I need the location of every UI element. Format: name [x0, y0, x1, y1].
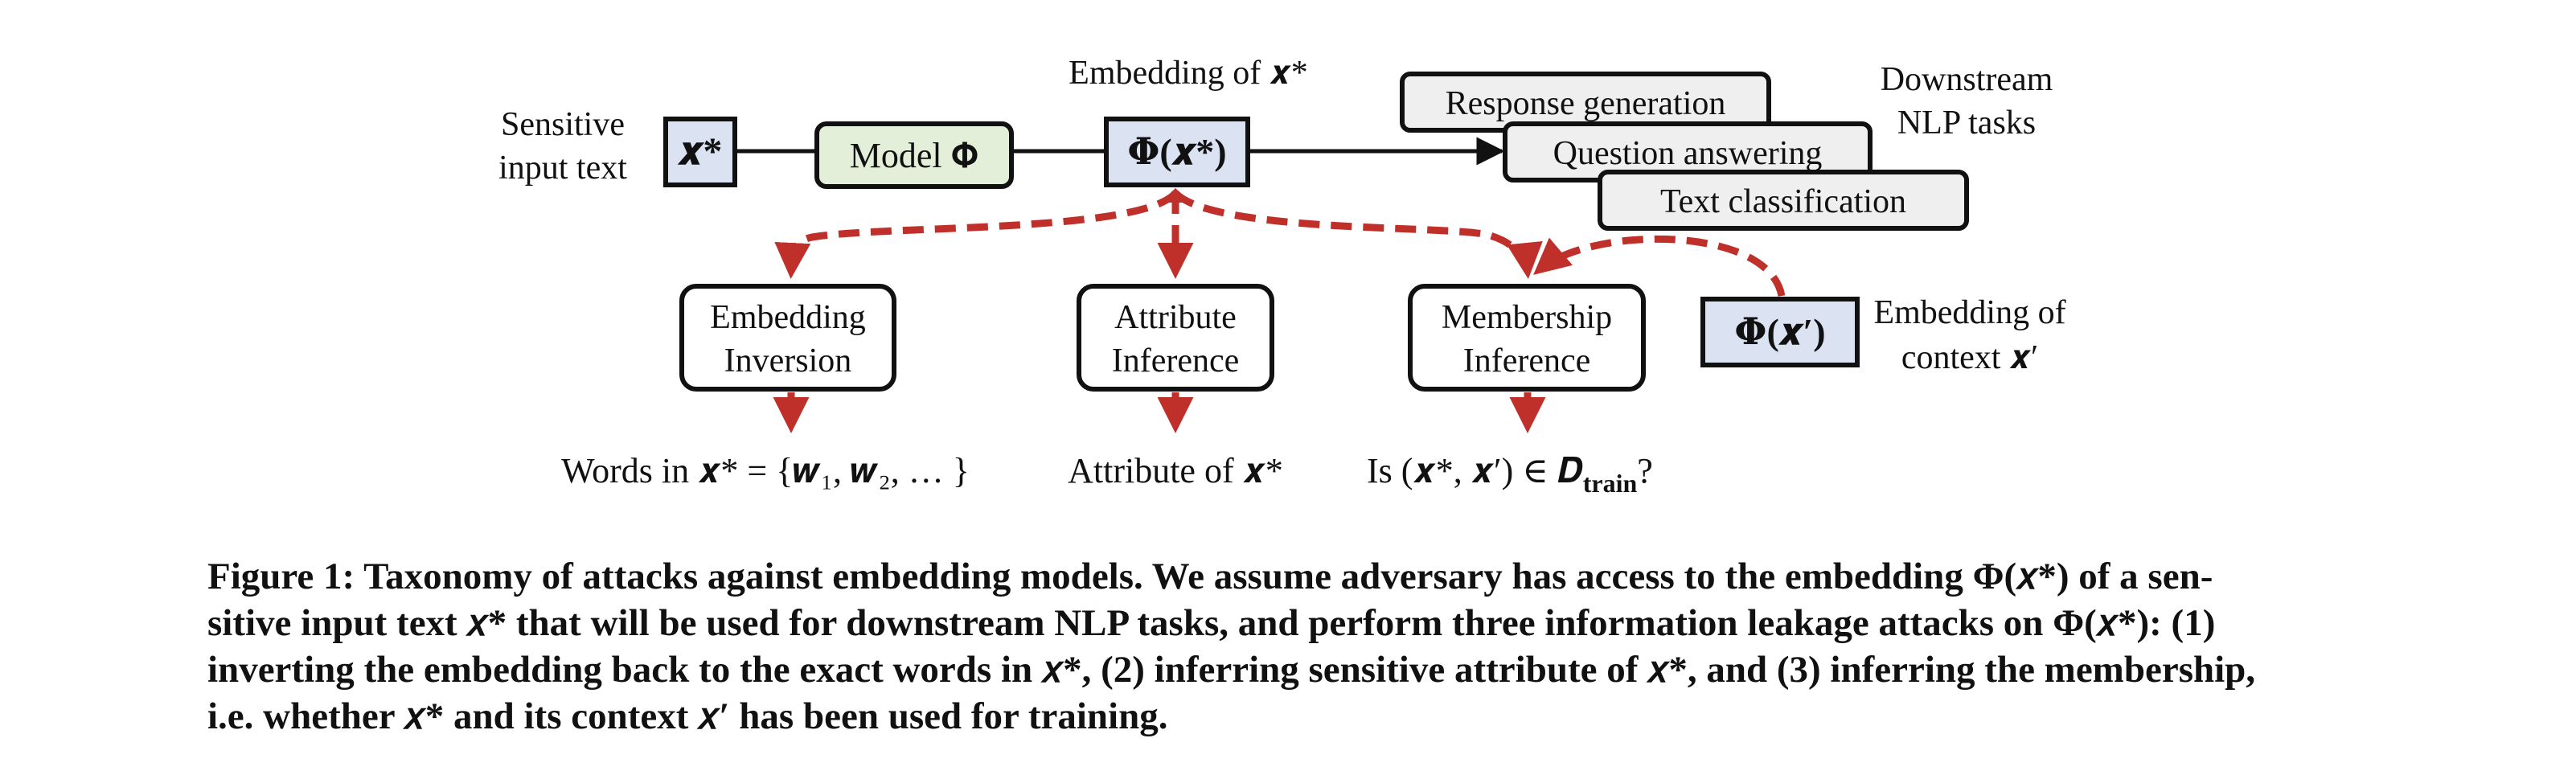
- attribute-output: Attribute of 𝒙*: [1068, 451, 1283, 490]
- inversion-output: Words in 𝒙* = {𝒘₁, 𝒘₂, … }: [561, 451, 970, 490]
- context-embedding-box: [1700, 297, 1860, 367]
- embedding-box-label: 𝚽(𝒙*): [1127, 131, 1226, 172]
- caption-line-3: inverting the embedding back to the exac…: [207, 649, 2256, 691]
- attack-arrows: [773, 190, 1786, 433]
- input-text-label: 𝒙*: [678, 130, 723, 173]
- embedding-box: [1104, 117, 1250, 187]
- task-box-text-classification: [1598, 170, 1969, 231]
- membership-output-suffix: ?: [1637, 451, 1653, 490]
- sensitive-label-line1: Sensitive: [501, 106, 625, 143]
- embedding-inversion-box: [679, 284, 896, 392]
- context-label-line2: context 𝒙′: [1901, 339, 2038, 376]
- caption-line-2: sitive input text 𝑥* that will be used f…: [207, 602, 2216, 644]
- membership-output-subscript: train: [1583, 469, 1638, 498]
- downstream-label-line2: NLP tasks: [1897, 105, 2036, 142]
- arrow-from-context-embedding: [1533, 235, 1786, 297]
- attribute-inference-line1: Attribute: [1114, 299, 1237, 336]
- embedding-label: Embedding of 𝒙*: [1069, 55, 1308, 92]
- downstream-label-line1: Downstream: [1881, 61, 2053, 98]
- caption-line-1: Figure 1: Taxonomy of attacks against em…: [207, 556, 2213, 597]
- membership-output: Is (𝒙*, 𝒙′) ∈ 𝑫train?: [1367, 451, 1653, 498]
- attribute-inference-line2: Inference: [1112, 342, 1240, 379]
- arrowhead-into-embedding: [1161, 188, 1190, 203]
- sensitive-label-line2: input text: [498, 150, 627, 187]
- figure-caption: Figure 1: Taxonomy of attacks against em…: [207, 553, 2378, 740]
- context-label-line1: Embedding of: [1873, 294, 2065, 331]
- arrow-to-embedding-inversion: [774, 190, 1179, 279]
- membership-output-main: Is (𝒙*, 𝒙′) ∈ 𝑫: [1367, 451, 1583, 490]
- context-embedding-box-label: 𝚽(𝒙′): [1734, 311, 1825, 352]
- taxonomy-diagram: Embedding of 𝒙* Sensitive input text 𝒙* …: [498, 55, 2065, 498]
- attribute-inference-box: [1077, 284, 1274, 392]
- input-text-box: [663, 117, 737, 187]
- membership-inference-line1: Membership: [1442, 299, 1612, 336]
- arrow-to-membership-inference: [1172, 190, 1543, 279]
- embedding-inversion-line2: Inversion: [724, 342, 852, 379]
- embedding-inversion-line1: Embedding: [710, 299, 866, 336]
- membership-inference-line2: Inference: [1463, 342, 1591, 379]
- task-label-question-answering: Question answering: [1553, 135, 1823, 172]
- task-label-response-generation: Response generation: [1446, 85, 1726, 122]
- model-label: Model 𝚽: [850, 136, 979, 175]
- caption-line-4: i.e. whether 𝑥* and its context 𝑥′ has b…: [207, 695, 1168, 737]
- task-label-text-classification: Text classification: [1660, 183, 1906, 220]
- membership-inference-box: [1408, 284, 1646, 392]
- model-box: [814, 121, 1014, 189]
